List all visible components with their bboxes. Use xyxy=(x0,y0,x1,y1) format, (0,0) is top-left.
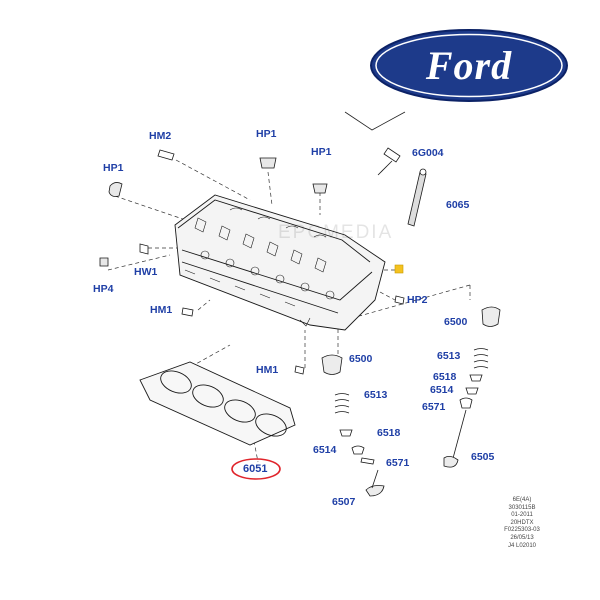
watermark: EPCMEDIA xyxy=(278,222,394,243)
label-hm1-upper: HM1 xyxy=(150,304,173,316)
ford-logo-wordmark: Ford xyxy=(425,43,513,88)
label-hm1-lower: HM1 xyxy=(256,364,279,376)
code-line: 01-2011 xyxy=(511,512,533,519)
label-6571-center: 6571 xyxy=(386,457,410,469)
hardware-parts xyxy=(99,147,427,375)
code-line: 6E(4A) xyxy=(512,497,532,503)
highlight-ring xyxy=(231,458,281,480)
valve-train-right xyxy=(443,306,501,468)
label-6505: 6505 xyxy=(471,451,495,463)
code-line: 20HDTX xyxy=(510,519,534,526)
label-6g004: 6G004 xyxy=(412,147,444,159)
code-line: 3030115B xyxy=(508,504,536,511)
label-6051-highlighted[interactable]: 6051 xyxy=(243,463,268,475)
label-6500-right: 6500 xyxy=(444,316,468,328)
code-line: F0225303-03 xyxy=(504,527,540,534)
label-6514-center: 6514 xyxy=(313,444,337,456)
label-hp1-top: HP1 xyxy=(256,128,277,140)
label-6513-center: 6513 xyxy=(364,389,388,401)
label-hm2: HM2 xyxy=(149,130,172,142)
label-6571-right: 6571 xyxy=(422,401,446,413)
highlight-marker xyxy=(394,264,404,274)
head-gasket xyxy=(139,361,296,446)
label-hp1-left: HP1 xyxy=(103,162,124,174)
label-6518-center: 6518 xyxy=(377,427,401,439)
label-6518-right: 6518 xyxy=(433,371,457,383)
valve-train-center xyxy=(321,354,385,497)
label-6500-center: 6500 xyxy=(349,353,373,365)
frame-corner xyxy=(344,111,406,131)
label-6065: 6065 xyxy=(446,199,470,211)
label-hw1: HW1 xyxy=(134,266,158,278)
label-hp2: HP2 xyxy=(407,294,428,306)
code-line: J4 L02010 xyxy=(507,542,537,549)
label-6514-right: 6514 xyxy=(430,384,454,396)
label-hp4: HP4 xyxy=(93,283,114,295)
label-6507: 6507 xyxy=(332,496,356,508)
code-line: 26/05/13 xyxy=(510,534,534,541)
ford-logo: Ford xyxy=(369,28,569,103)
drawing-reference-code: 6E(4A) 3030115B 01-2011 20HDTX F0225303-… xyxy=(487,497,557,550)
ford-oval-icon xyxy=(370,29,568,102)
label-hp1-mid: HP1 xyxy=(311,146,332,158)
cylinder-head xyxy=(174,194,404,331)
label-6513-right: 6513 xyxy=(437,350,461,362)
